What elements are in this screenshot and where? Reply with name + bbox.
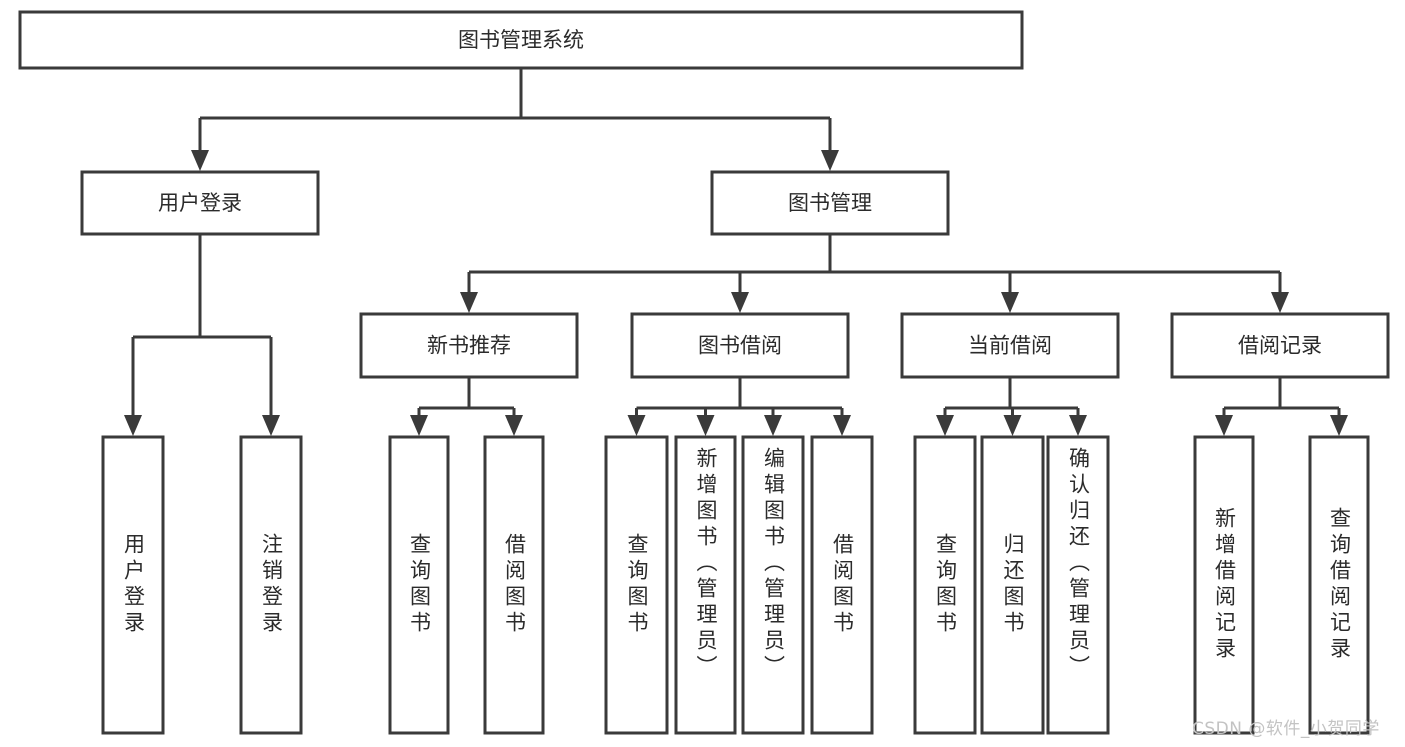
node-leaf-query-book-2[interactable]: 查询图书 bbox=[604, 435, 669, 735]
node-leaf-edit-book[interactable]: 编辑图书（管理员） bbox=[741, 435, 805, 735]
node-label: 查询图书 bbox=[407, 533, 432, 637]
node-box bbox=[239, 435, 303, 735]
node-leaf-return-book[interactable]: 归还图书 bbox=[980, 435, 1045, 735]
node-label-wrapper: 新增图书（管理员） bbox=[694, 447, 718, 681]
node-box bbox=[674, 435, 737, 735]
arrow-head-icon bbox=[821, 150, 839, 171]
node-box bbox=[388, 435, 450, 735]
node-box bbox=[101, 435, 165, 735]
node-box bbox=[1170, 312, 1390, 379]
node-label-wrapper: 查询借阅记录 bbox=[1327, 507, 1352, 663]
node-n-borrow-record[interactable]: 借阅记录 bbox=[1170, 312, 1390, 379]
arrow-head-icon bbox=[262, 415, 280, 436]
node-label-wrapper: 查询图书 bbox=[933, 533, 958, 637]
node-box bbox=[80, 170, 320, 236]
node-leaf-borrow-book-2[interactable]: 借阅图书 bbox=[810, 435, 874, 735]
node-label: 借阅记录 bbox=[1238, 334, 1322, 358]
node-n-new-book-rec[interactable]: 新书推荐 bbox=[359, 312, 579, 379]
arrow-head-icon bbox=[696, 415, 715, 436]
node-box bbox=[1193, 435, 1255, 735]
node-box bbox=[1046, 435, 1110, 735]
node-leaf-query-book-1[interactable]: 查询图书 bbox=[388, 435, 450, 735]
arrow-head-icon bbox=[1003, 415, 1022, 436]
node-label-wrapper: 借阅图书 bbox=[830, 533, 855, 637]
node-box bbox=[913, 435, 977, 735]
node-label: 归还图书 bbox=[1001, 533, 1025, 637]
node-box bbox=[710, 170, 950, 236]
node-label: 图书管理系统 bbox=[458, 28, 584, 52]
node-label: 用户登录 bbox=[121, 533, 146, 637]
node-label: 注销登录 bbox=[259, 533, 284, 637]
arrow-head-icon bbox=[1271, 292, 1289, 313]
arrow-head-icon bbox=[731, 292, 749, 313]
arrow-head-icon bbox=[191, 150, 209, 171]
node-box bbox=[18, 10, 1024, 70]
node-label: 图书管理 bbox=[788, 191, 872, 215]
node-n-user-login[interactable]: 用户登录 bbox=[80, 170, 320, 236]
node-label-wrapper: 借阅图书 bbox=[502, 533, 527, 637]
node-label: 编辑图书（管理员） bbox=[761, 447, 786, 681]
node-box bbox=[741, 435, 805, 735]
node-label-wrapper: 注销登录 bbox=[259, 533, 284, 637]
node-n-book-mgmt[interactable]: 图书管理 bbox=[710, 170, 950, 236]
node-box bbox=[1308, 435, 1370, 735]
node-leaf-add-record[interactable]: 新增借阅记录 bbox=[1193, 435, 1255, 735]
node-root[interactable]: 图书管理系统 bbox=[18, 10, 1024, 70]
node-box bbox=[604, 435, 669, 735]
arrow-head-icon bbox=[460, 292, 478, 313]
node-label: 查询借阅记录 bbox=[1327, 507, 1352, 663]
node-label: 借阅图书 bbox=[830, 533, 855, 637]
node-n-current-borrow[interactable]: 当前借阅 bbox=[900, 312, 1120, 379]
node-leaf-user-login[interactable]: 用户登录 bbox=[101, 435, 165, 735]
arrow-head-icon bbox=[1330, 415, 1348, 436]
node-box bbox=[630, 312, 850, 379]
node-label-wrapper: 归还图书 bbox=[1001, 533, 1025, 637]
node-box bbox=[980, 435, 1045, 735]
node-leaf-confirm-return[interactable]: 确认归还（管理员） bbox=[1046, 435, 1110, 735]
node-layer: 图书管理系统用户登录图书管理新书推荐图书借阅当前借阅借阅记录用户登录注销登录查询… bbox=[18, 10, 1390, 735]
arrow-head-icon bbox=[627, 415, 646, 436]
node-label: 用户登录 bbox=[158, 191, 242, 215]
node-n-book-borrow[interactable]: 图书借阅 bbox=[630, 312, 850, 379]
node-box bbox=[900, 312, 1120, 379]
connector-layer bbox=[124, 68, 1348, 436]
node-label: 新增借阅记录 bbox=[1212, 507, 1237, 663]
node-label-wrapper: 用户登录 bbox=[121, 533, 146, 637]
node-label: 查询图书 bbox=[625, 533, 649, 637]
node-label: 新书推荐 bbox=[427, 334, 511, 358]
arrow-head-icon bbox=[936, 415, 954, 436]
node-label-wrapper: 编辑图书（管理员） bbox=[761, 447, 786, 681]
node-label: 查询图书 bbox=[933, 533, 958, 637]
node-leaf-logout[interactable]: 注销登录 bbox=[239, 435, 303, 735]
node-label: 确认归还（管理员） bbox=[1066, 447, 1091, 681]
arrow-head-icon bbox=[1001, 292, 1019, 313]
node-label: 借阅图书 bbox=[502, 533, 527, 637]
node-label: 图书借阅 bbox=[698, 334, 782, 358]
arrow-head-icon bbox=[1215, 415, 1233, 436]
node-box bbox=[810, 435, 874, 735]
arrow-head-icon bbox=[124, 415, 142, 436]
csdn-watermark: CSDN @软件_小贺同学 bbox=[1192, 719, 1380, 739]
arrow-head-icon bbox=[505, 415, 523, 436]
node-leaf-borrow-book-1[interactable]: 借阅图书 bbox=[483, 435, 545, 735]
node-label-wrapper: 查询图书 bbox=[625, 533, 649, 637]
node-label-wrapper: 确认归还（管理员） bbox=[1066, 447, 1091, 681]
node-leaf-query-record[interactable]: 查询借阅记录 bbox=[1308, 435, 1370, 735]
node-label: 当前借阅 bbox=[968, 334, 1052, 358]
node-leaf-query-book-3[interactable]: 查询图书 bbox=[913, 435, 977, 735]
arrow-head-icon bbox=[1069, 415, 1087, 436]
node-box bbox=[359, 312, 579, 379]
node-label-wrapper: 查询图书 bbox=[407, 533, 432, 637]
node-label-wrapper: 新增借阅记录 bbox=[1212, 507, 1237, 663]
node-box bbox=[483, 435, 545, 735]
arrow-head-icon bbox=[833, 415, 851, 436]
arrow-head-icon bbox=[410, 415, 428, 436]
node-leaf-add-book[interactable]: 新增图书（管理员） bbox=[674, 435, 737, 735]
node-label: 新增图书（管理员） bbox=[694, 447, 718, 681]
arrow-head-icon bbox=[764, 415, 782, 436]
